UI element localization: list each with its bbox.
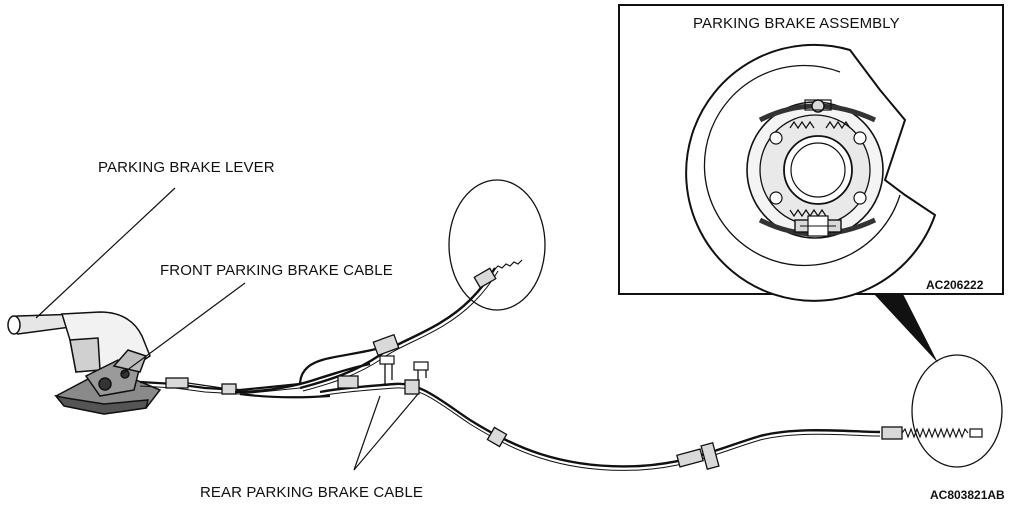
parking-brake-lever-drawing — [7, 311, 162, 415]
parking-brake-lever-label: PARKING BRAKE LEVER — [98, 159, 275, 176]
figure-code: AC803821AB — [930, 488, 1005, 502]
brake-backing-plate — [685, 43, 937, 302]
inset-code: AC206222 — [926, 278, 984, 292]
assembly-label: PARKING BRAKE ASSEMBLY — [693, 15, 900, 32]
front-cable-label: FRONT PARKING BRAKE CABLE — [160, 262, 393, 279]
rear-cable-left — [234, 259, 523, 394]
inset-pointer — [874, 294, 938, 363]
lower-detail-circle — [911, 354, 1003, 468]
upper-detail-circle — [448, 179, 546, 311]
rear-cable-label: REAR PARKING BRAKE CABLE — [200, 484, 424, 501]
leader-lines — [35, 187, 419, 471]
rear-cable-right — [239, 355, 983, 471]
front-parking-brake-cable — [139, 377, 301, 395]
